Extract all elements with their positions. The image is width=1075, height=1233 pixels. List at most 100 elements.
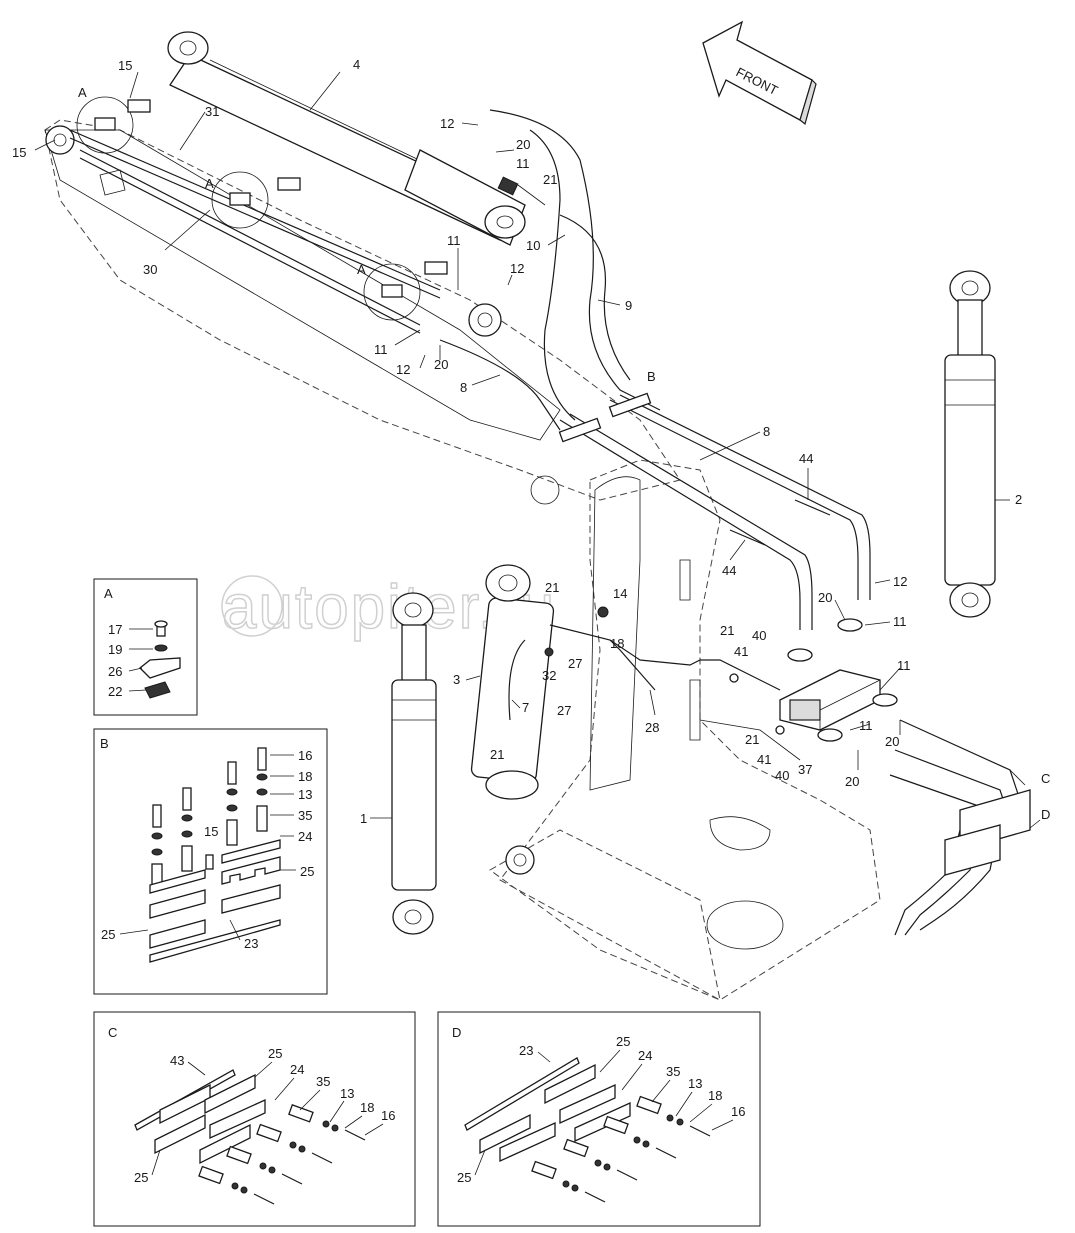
callout-32: 32: [542, 668, 556, 683]
callout-18: 18: [610, 636, 624, 651]
inset-D: D 23 25 24 35 13 18 16 25: [437, 1011, 761, 1227]
inset-D-25-bottom: 25: [457, 1170, 471, 1185]
callout-11-f: 11: [859, 718, 873, 733]
cylinder-4: [167, 31, 526, 246]
inset-A-17: 17: [108, 622, 122, 637]
callout-44-a: 44: [799, 451, 813, 466]
callout-7: 7: [522, 700, 529, 715]
callout-A-1: A: [78, 85, 87, 100]
callout-11-e: 11: [897, 658, 911, 673]
inset-B-15: 15: [204, 824, 218, 839]
callout-1: 1: [360, 811, 367, 826]
callout-12-d: 12: [893, 574, 907, 589]
lines-8-44: [558, 392, 871, 630]
inset-D-23: 23: [519, 1043, 533, 1058]
inset-B-title: B: [100, 736, 109, 751]
front-arrow: FRONT: [702, 20, 817, 126]
inset-B-24: 24: [298, 829, 312, 844]
callout-C: C: [1041, 771, 1050, 786]
inset-D-18: 18: [708, 1088, 722, 1103]
callout-20-e: 20: [845, 774, 859, 789]
callout-B: B: [647, 369, 656, 384]
inset-C-13: 13: [340, 1086, 354, 1101]
boom: [44, 119, 681, 505]
callout-20-a: 20: [516, 137, 530, 152]
callout-9: 9: [625, 298, 632, 313]
callout-15-left: 15: [12, 145, 26, 160]
callout-28: 28: [645, 720, 659, 735]
callout-21-b: 21: [545, 580, 559, 595]
inset-D-25-top: 25: [616, 1034, 630, 1049]
callout-40-a: 40: [752, 628, 766, 643]
callout-40-b: 40: [775, 768, 789, 783]
inset-C-title: C: [108, 1025, 117, 1040]
inset-B-clamps: [149, 839, 281, 963]
callout-31: 31: [205, 104, 219, 119]
callout-30: 30: [143, 262, 157, 277]
inset-C-18: 18: [360, 1100, 374, 1115]
leaders: [34, 71, 1041, 829]
callout-27-b: 27: [557, 703, 571, 718]
callout-10: 10: [526, 238, 540, 253]
callout-A-3: A: [357, 262, 366, 277]
callout-41-b: 41: [757, 752, 771, 767]
inset-B-18: 18: [298, 769, 312, 784]
callout-11-d: 11: [893, 614, 907, 629]
callout-15-top: 15: [118, 58, 132, 73]
callout-12-c: 12: [396, 362, 410, 377]
callout-21-d: 21: [490, 747, 504, 762]
callout-2: 2: [1015, 492, 1022, 507]
boom-lines: [69, 96, 448, 334]
callout-12-a: 12: [440, 116, 454, 131]
inset-D-title: D: [452, 1025, 461, 1040]
inset-C-24: 24: [290, 1062, 304, 1077]
callout-20-b: 20: [434, 357, 448, 372]
cylinder-3: [470, 564, 555, 800]
inset-C-25-top: 25: [268, 1046, 282, 1061]
callout-11-b: 11: [447, 233, 461, 248]
callout-8-b: 8: [763, 424, 770, 439]
inset-A-19: 19: [108, 642, 122, 657]
callout-11-c: 11: [374, 342, 388, 357]
callout-21-e: 21: [745, 732, 759, 747]
inset-B-25-left: 25: [101, 927, 115, 942]
pipe-28: [544, 606, 785, 735]
inset-D-24: 24: [638, 1048, 652, 1063]
callout-21-a: 21: [543, 172, 557, 187]
callout-11-a: 11: [516, 156, 530, 171]
inset-C-16: 16: [381, 1108, 395, 1123]
cylinder-1: [391, 592, 437, 935]
inset-C-43: 43: [170, 1053, 184, 1068]
callout-21-c: 21: [720, 623, 734, 638]
inset-B: B 16: [93, 728, 328, 995]
callout-8-a: 8: [460, 380, 467, 395]
inset-B-35: 35: [298, 808, 312, 823]
inset-C: C 43 25 24 35 13 18 16 25: [93, 1011, 416, 1227]
callout-20-d: 20: [885, 734, 899, 749]
inset-A-title: A: [104, 586, 113, 601]
inset-A: A 17 19 26 22: [93, 578, 198, 716]
inset-C-25-bottom: 25: [134, 1170, 148, 1185]
callout-14: 14: [613, 586, 627, 601]
callout-A-2: A: [205, 176, 214, 191]
inset-B-13: 13: [298, 787, 312, 802]
inset-C-35: 35: [316, 1074, 330, 1089]
inset-D-35: 35: [666, 1064, 680, 1079]
callout-44-b: 44: [722, 563, 736, 578]
callout-12-b: 12: [510, 261, 524, 276]
inset-B-23: 23: [244, 936, 258, 951]
inset-A-26: 26: [108, 664, 122, 679]
inset-B-16: 16: [298, 748, 312, 763]
callout-D: D: [1041, 807, 1050, 822]
inset-B-25-right: 25: [300, 864, 314, 879]
callout-20-c: 20: [818, 590, 832, 605]
callout-labels: 4 15 15 A A A 31 30 12 20 11 21 10 9 11 …: [12, 57, 1050, 826]
inset-D-13: 13: [688, 1076, 702, 1091]
callout-3: 3: [453, 672, 460, 687]
output-hoses: [889, 719, 1031, 936]
control-block: [779, 618, 898, 742]
cylinder-2: [944, 270, 996, 618]
inset-D-16: 16: [731, 1104, 745, 1119]
callout-4: 4: [353, 57, 360, 72]
